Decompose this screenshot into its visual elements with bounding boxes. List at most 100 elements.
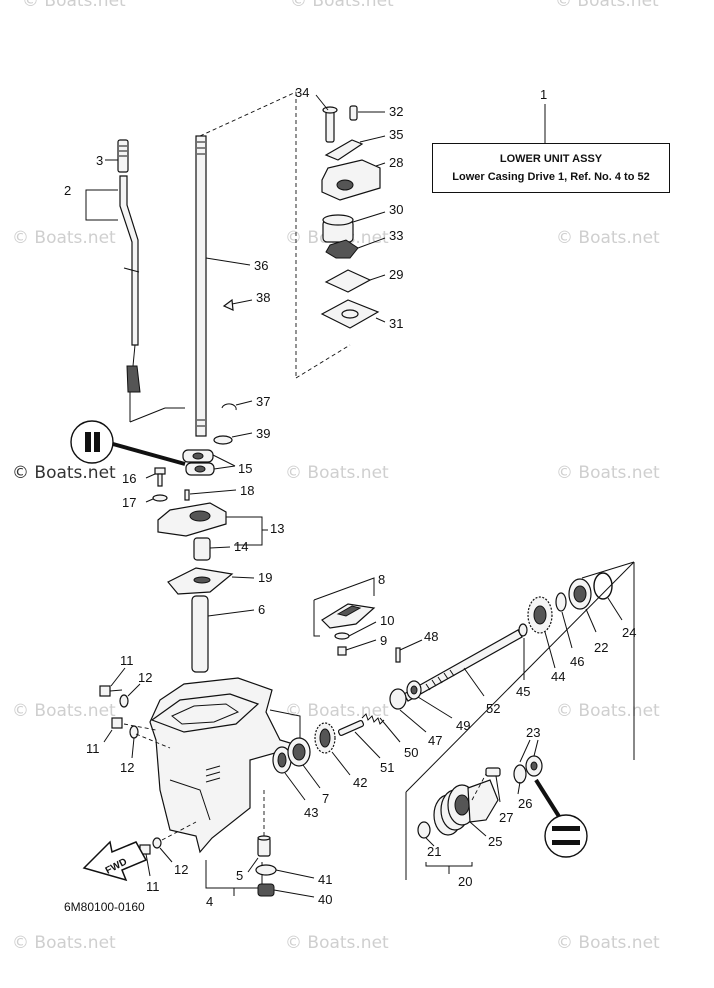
callout-38: 38 <box>256 290 270 305</box>
callout-6: 6 <box>258 602 265 617</box>
callout-47: 47 <box>428 733 442 748</box>
screw <box>337 646 347 656</box>
callout-31: 31 <box>389 316 403 331</box>
grease-symbol-icon <box>70 420 186 466</box>
watermark: © Boats.net <box>556 463 660 483</box>
cross-pin <box>395 647 401 663</box>
callout-8: 8 <box>378 572 385 587</box>
watermark: © Boats.net <box>12 933 116 953</box>
callout-33: 33 <box>389 228 403 243</box>
bolt <box>111 717 123 729</box>
washer <box>513 764 527 784</box>
callout-13: 13 <box>270 521 284 536</box>
callout-2: 2 <box>64 183 71 198</box>
callout-27: 27 <box>499 810 513 825</box>
callout-50: 50 <box>404 745 418 760</box>
callout-22: 22 <box>594 640 608 655</box>
callout-29: 29 <box>389 267 403 282</box>
shift-plunger <box>257 837 271 857</box>
watermark: © Boats.net <box>285 933 389 953</box>
watermark-dark: © Boats.net <box>12 463 116 483</box>
watermark: © Boats.net <box>290 0 394 11</box>
callout-48: 48 <box>424 629 438 644</box>
callout-26: 26 <box>518 796 532 811</box>
washer <box>152 494 168 502</box>
callout-4: 4 <box>206 894 213 909</box>
plunger <box>337 720 365 736</box>
callout-43: 43 <box>304 805 318 820</box>
bolt-shank <box>157 473 163 487</box>
callout-11: 11 <box>86 741 100 756</box>
watermark: © Boats.net <box>556 228 660 248</box>
watermark: © Boats.net <box>22 0 126 11</box>
spacer <box>417 821 431 839</box>
callout-25: 25 <box>488 834 502 849</box>
bearing-pair <box>182 449 215 476</box>
callout-46: 46 <box>570 654 584 669</box>
assembly-label-box: LOWER UNIT ASSY Lower Casing Drive 1, Re… <box>432 143 670 193</box>
bolt <box>99 685 111 697</box>
callout-17: 17 <box>122 495 136 510</box>
woodruff-key <box>222 298 234 311</box>
callout-34: 34 <box>295 85 309 100</box>
callout-3: 3 <box>96 153 103 168</box>
callout-14: 14 <box>234 539 248 554</box>
callout-36: 36 <box>254 258 268 273</box>
callout-24: 24 <box>622 625 636 640</box>
watermarks: © Boats.net © Boats.net © Boats.net © Bo… <box>12 0 660 953</box>
collar <box>193 537 211 561</box>
spring <box>361 713 385 725</box>
fwd-arrow-icon: FWD <box>82 840 148 882</box>
shim <box>555 592 567 612</box>
washer <box>119 694 129 708</box>
callout-23: 23 <box>526 725 540 740</box>
washer <box>152 837 162 849</box>
callout-18: 18 <box>240 483 254 498</box>
drive-shaft <box>195 135 207 437</box>
callout-11: 11 <box>146 879 160 894</box>
callout-9: 9 <box>380 633 387 648</box>
watermark: © Boats.net <box>556 933 660 953</box>
callout-1: 1 <box>540 87 547 102</box>
callout-10: 10 <box>380 613 394 628</box>
callout-5: 5 <box>236 868 243 883</box>
callout-16: 16 <box>122 471 136 486</box>
callout-12: 12 <box>120 760 134 775</box>
lubricant-ec-icon <box>534 778 588 858</box>
assembly-title: LOWER UNIT ASSY <box>499 153 603 165</box>
spacer <box>485 767 501 777</box>
callout-37: 37 <box>256 394 270 409</box>
callout-32: 32 <box>389 104 403 119</box>
callout-41: 41 <box>318 872 332 887</box>
circlip <box>221 403 237 411</box>
callout-20: 20 <box>458 874 472 889</box>
thrust-washer <box>213 435 233 445</box>
diagram-code: 6M80100-0160 <box>64 900 145 914</box>
callout-19: 19 <box>258 570 272 585</box>
watermark: © Boats.net <box>12 701 116 721</box>
callout-35: 35 <box>389 127 403 142</box>
callout-45: 45 <box>516 684 530 699</box>
anode-cover <box>321 603 376 629</box>
callout-40: 40 <box>318 892 332 907</box>
thrust-washer <box>518 623 528 637</box>
callout-52: 52 <box>486 701 500 716</box>
washer <box>334 632 350 640</box>
shift-rod <box>117 139 141 393</box>
lower-casing <box>149 677 303 854</box>
callout-42: 42 <box>353 775 367 790</box>
callout-28: 28 <box>389 155 403 170</box>
callout-12: 12 <box>138 670 152 685</box>
watermark: © Boats.net <box>12 228 116 248</box>
callout-7: 7 <box>322 791 329 806</box>
callout-12: 12 <box>174 862 188 877</box>
o-ring <box>593 572 613 600</box>
watermark: © Boats.net <box>555 0 659 11</box>
water-pump <box>320 105 381 329</box>
watermark: © Boats.net <box>556 701 660 721</box>
bolt <box>154 467 166 475</box>
callout-11: 11 <box>120 653 134 668</box>
dowel-pin <box>184 489 190 501</box>
o-ring <box>255 864 277 876</box>
